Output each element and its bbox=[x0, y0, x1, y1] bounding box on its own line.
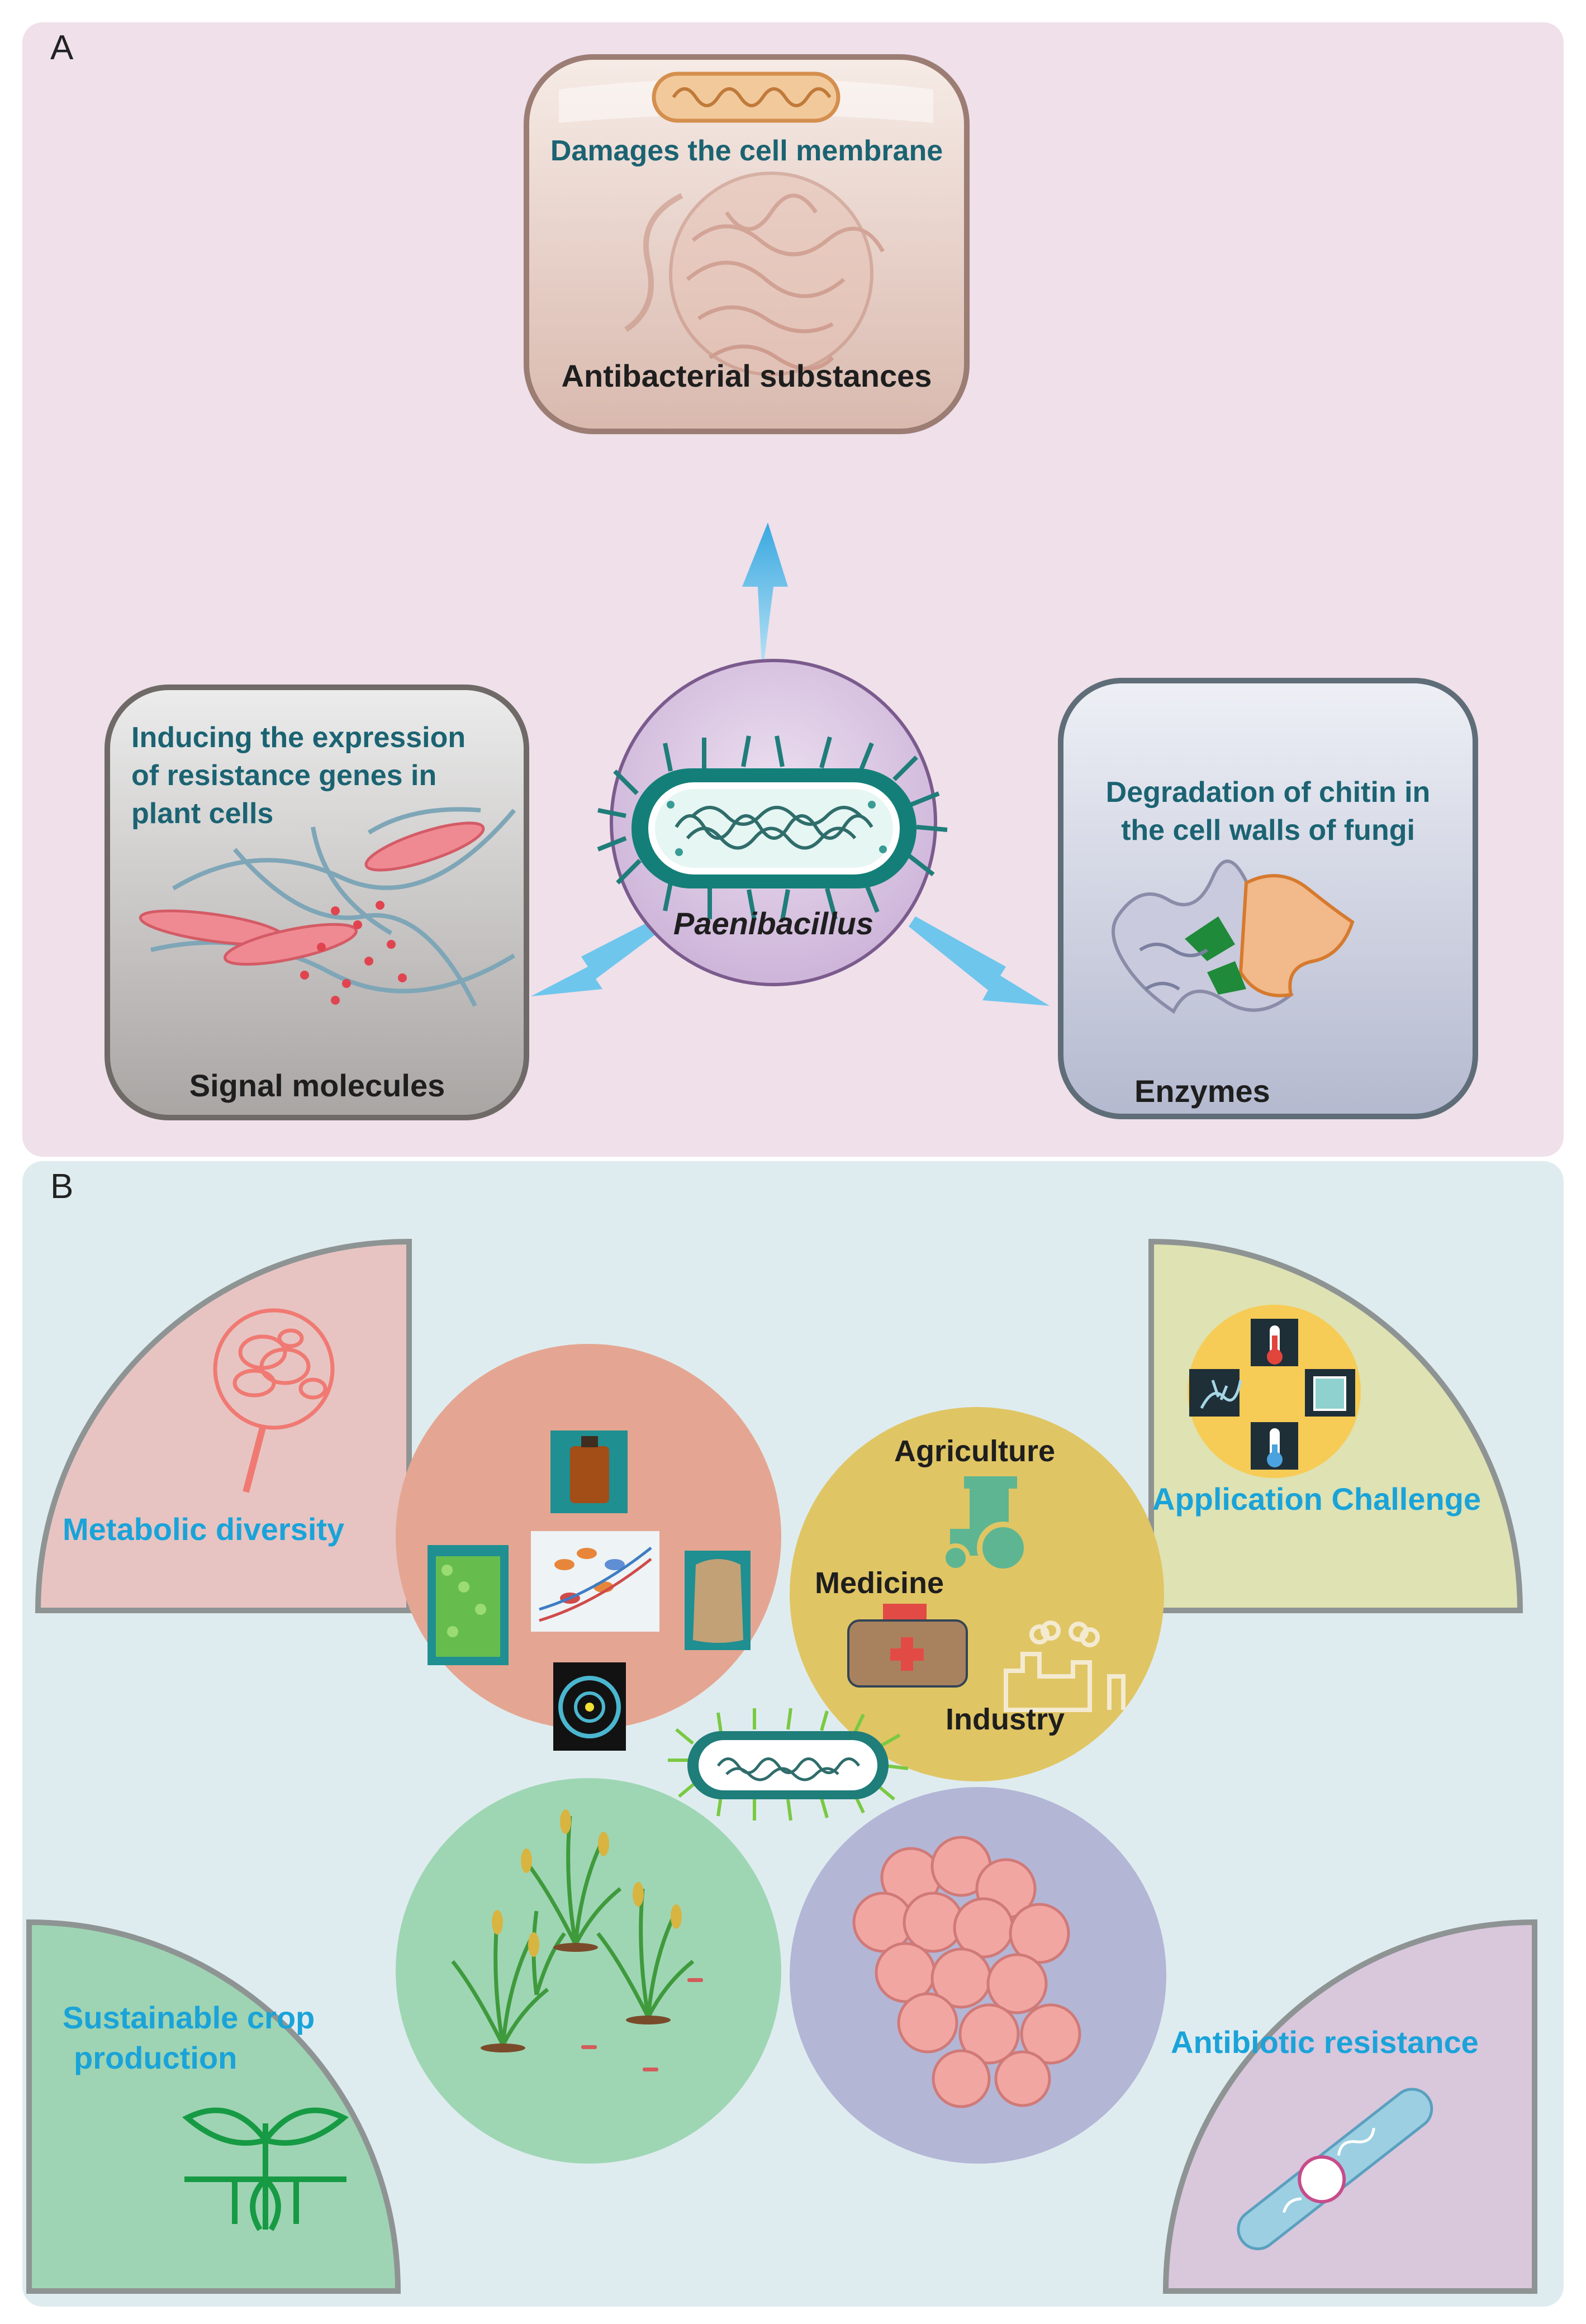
panel-a-letter: A bbox=[50, 28, 74, 67]
application-challenge-label: Application Challenge bbox=[1152, 1481, 1481, 1517]
sack-icon bbox=[685, 1551, 751, 1650]
magnifier-icon bbox=[213, 1308, 335, 1493]
bacterium-icon bbox=[668, 1708, 909, 1821]
enzymes-title: Enzymes bbox=[1134, 1073, 1270, 1109]
fibroblast-cells-icon bbox=[139, 807, 516, 1007]
antibiotic-resistance-label: Antibiotic resistance bbox=[1171, 2024, 1479, 2060]
enzymes-box bbox=[1058, 678, 1478, 1119]
rice-plant-icon bbox=[451, 1816, 695, 2046]
metabolic-diversity-label: Metabolic diversity bbox=[63, 1512, 345, 1547]
oil-bottle-icon bbox=[550, 1430, 628, 1513]
cell-cluster-icon bbox=[852, 1836, 1081, 2108]
tractor-icon bbox=[941, 1476, 1029, 1574]
panel-b-letter: B bbox=[50, 1167, 74, 1206]
arrow-right-down bbox=[909, 916, 1050, 1006]
antibiotic-resistance-quadrant bbox=[1162, 1919, 1537, 2294]
medical-kit-icon bbox=[847, 1604, 968, 1688]
dead-bacterium-icon bbox=[624, 172, 885, 376]
cells-circle bbox=[790, 1787, 1166, 2164]
antibacterial-effect: Damages the cell membrane bbox=[550, 135, 943, 167]
sustainable-crop-line-1: Sustainable crop bbox=[63, 2000, 315, 2035]
arrow-left-down bbox=[531, 916, 666, 996]
signal-effect-line-1: Inducing the expression bbox=[131, 721, 466, 754]
signal-effect-line-2: of resistance genes in bbox=[131, 759, 437, 792]
products-circle bbox=[396, 1344, 781, 1751]
challenge-icon-cluster bbox=[1188, 1305, 1361, 1478]
paenibacillus-label: Paenibacillus bbox=[673, 906, 873, 941]
industry-label: Industry bbox=[946, 1703, 1065, 1736]
chitinase-protein-icon bbox=[1112, 859, 1355, 1014]
sustainable-crop-quadrant bbox=[26, 1919, 401, 2294]
bacterium-icon bbox=[652, 72, 841, 123]
beaker-icon bbox=[428, 1545, 509, 1665]
fullerene-icon bbox=[553, 1662, 626, 1751]
application-challenge-quadrant bbox=[1148, 1238, 1523, 1613]
arrow-up bbox=[742, 522, 788, 675]
antibacterial-box bbox=[524, 54, 970, 434]
metabolic-diversity-quadrant bbox=[35, 1238, 412, 1613]
agriculture-label: Agriculture bbox=[894, 1434, 1056, 1468]
antibacterial-title: Antibacterial substances bbox=[561, 358, 932, 393]
medicine-label: Medicine bbox=[815, 1566, 944, 1600]
enzymes-effect-line-1: Degradation of chitin in bbox=[1105, 776, 1431, 809]
signal-effect-line-3: plant cells bbox=[131, 797, 274, 830]
sprout-icon bbox=[182, 2107, 349, 2231]
enzymes-effect-line-2: the cell walls of fungi bbox=[1121, 814, 1415, 847]
thermometer-icon bbox=[1267, 1428, 1283, 1467]
molecule-pathway-icon bbox=[531, 1531, 659, 1632]
sustainable-crop-line-2: production bbox=[74, 2040, 238, 2075]
fields-circle bbox=[790, 1407, 1164, 1781]
factory-icon bbox=[1004, 1620, 1126, 1712]
crops-circle bbox=[396, 1778, 781, 2164]
signal-title: Signal molecules bbox=[189, 1068, 445, 1103]
paenibacillus-center bbox=[597, 659, 948, 986]
signal-molecules-box bbox=[105, 685, 529, 1120]
plasmid-icon bbox=[1237, 2088, 1433, 2250]
thermometer-icon bbox=[1267, 1325, 1283, 1365]
bacterium-icon bbox=[597, 735, 948, 921]
